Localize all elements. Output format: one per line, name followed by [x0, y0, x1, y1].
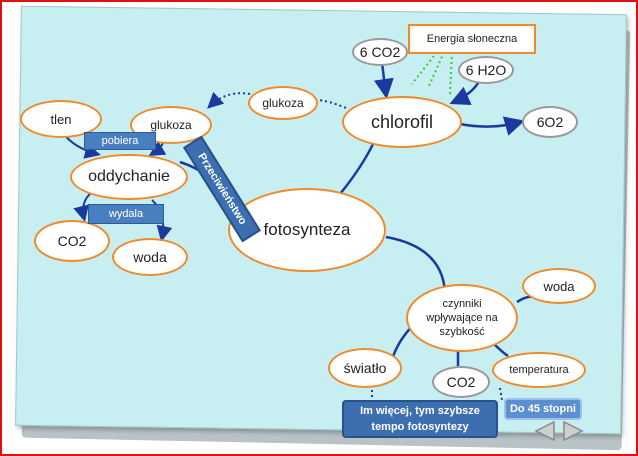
- wydala-label: wydala: [88, 204, 164, 224]
- node-woda-left: woda: [112, 238, 188, 276]
- do-45-stopni-note: Do 45 stopni: [504, 398, 582, 420]
- arrow-co2-chlorofil: [373, 61, 394, 99]
- node-swiatlo: światło: [328, 348, 402, 388]
- energia-sloneczna-box: Energia słoneczna: [408, 24, 536, 54]
- node-6h2o: 6 H2O: [458, 56, 514, 84]
- energy-ray-1: [411, 51, 438, 85]
- node-tlen: tlen: [20, 100, 102, 138]
- prev-arrow-icon: [534, 420, 555, 442]
- next-button[interactable]: [562, 420, 584, 442]
- energy-ray-2: [428, 51, 445, 87]
- node-czynniki: czynniki wpływające na szybkość: [406, 284, 518, 352]
- node-oddychanie: oddychanie: [70, 154, 188, 200]
- node-woda-right: woda: [522, 268, 596, 304]
- line-fotosynteza-czynniki: [385, 235, 447, 293]
- node-chlorofil: chlorofil: [342, 96, 462, 148]
- next-arrow-icon: [563, 420, 584, 442]
- pobiera-label: pobiera: [84, 132, 156, 150]
- energy-ray-3: [449, 51, 453, 95]
- node-temperatura: temperatura: [492, 352, 586, 388]
- node-glukoza-right: glukoza: [248, 86, 318, 120]
- arrow-chlorofil-glukoza: [315, 99, 347, 109]
- arrow-glukoza-left: [207, 91, 251, 109]
- node-co2-left: CO2: [34, 220, 110, 262]
- node-co2-bottom: CO2: [432, 366, 490, 398]
- prev-button[interactable]: [534, 420, 556, 442]
- line-temperatura-do45: [499, 387, 503, 401]
- node-6co2: 6 CO2: [352, 38, 408, 66]
- arrow-h2o-chlorofil: [449, 79, 482, 106]
- im-wiecej-note: Im więcej, tym szybsze tempo fotosyntezy: [342, 400, 498, 438]
- node-6o2: 6O2: [522, 106, 578, 138]
- line-fotosynteza-chlorofil: [339, 141, 376, 195]
- arrow-chlorofil-o2: [459, 116, 525, 136]
